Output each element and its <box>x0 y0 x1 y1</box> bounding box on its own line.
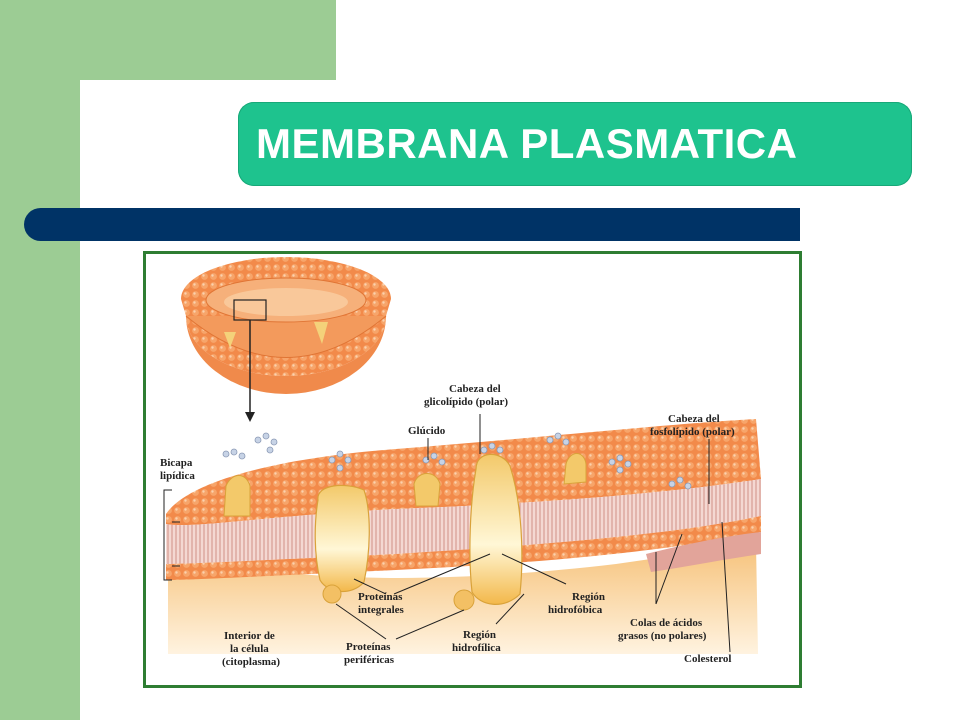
label-glicolipido-2: glicolípido (polar) <box>424 396 508 408</box>
label-glicolipido-1: Cabeza del <box>449 383 501 395</box>
glycan-chains <box>222 432 692 490</box>
surface-protein-right <box>563 453 587 485</box>
membrane-diagram: Bicapa lipídica Cabeza del glicolípido (… <box>160 257 761 668</box>
label-hidrofilica-2: hidrofílica <box>452 642 501 654</box>
navy-divider-bar <box>24 208 800 241</box>
zoom-arrowhead <box>245 412 255 422</box>
peeled-layer <box>646 532 761 572</box>
membrane-diagram-frame: Bicapa lipídica Cabeza del glicolípido (… <box>143 251 802 688</box>
label-interior-3: (citoplasma) <box>222 656 280 668</box>
label-hidrofobica-1: Región <box>572 591 605 603</box>
outer-head-layer <box>166 419 761 526</box>
slide-title: MEMBRANA PLASMATICA <box>256 120 798 167</box>
inner-head-layer <box>166 516 761 580</box>
peripheral-protein-2 <box>453 589 475 611</box>
label-bicapa-2: lipídica <box>160 470 195 482</box>
leader-lines <box>163 414 731 653</box>
surface-protein-middle <box>413 473 441 507</box>
title-box: MEMBRANA PLASMATICA <box>238 102 912 186</box>
label-integrales-2: integrales <box>358 604 405 616</box>
label-interior-2: la célula <box>230 643 269 655</box>
label-glucido: Glúcido <box>408 425 446 437</box>
integral-protein-2 <box>469 453 523 605</box>
label-perifericas-2: periféricas <box>344 654 395 666</box>
label-perifericas-1: Proteínas <box>346 641 391 653</box>
label-hidrofobica-2: hidrofóbica <box>548 604 603 616</box>
left-green-band <box>0 0 80 720</box>
label-colas-1: Colas de ácidos <box>630 617 703 629</box>
integral-protein-1 <box>314 484 370 593</box>
label-fosfolipido-2: fosfolípido (polar) <box>650 426 735 438</box>
top-green-block <box>0 0 336 80</box>
label-fosfolipido-1: Cabeza del <box>668 413 720 425</box>
label-hidrofilica-1: Región <box>463 629 496 641</box>
label-interior-1: Interior de <box>224 630 275 642</box>
label-bicapa-1: Bicapa <box>160 457 193 469</box>
cell-vesicle <box>181 257 391 394</box>
label-colesterol: Colesterol <box>684 653 731 665</box>
surface-protein-left <box>223 475 251 517</box>
peripheral-protein-1 <box>322 584 342 604</box>
label-colas-2: grasos (no polares) <box>618 630 707 642</box>
label-integrales-1: Proteínas <box>358 591 403 603</box>
